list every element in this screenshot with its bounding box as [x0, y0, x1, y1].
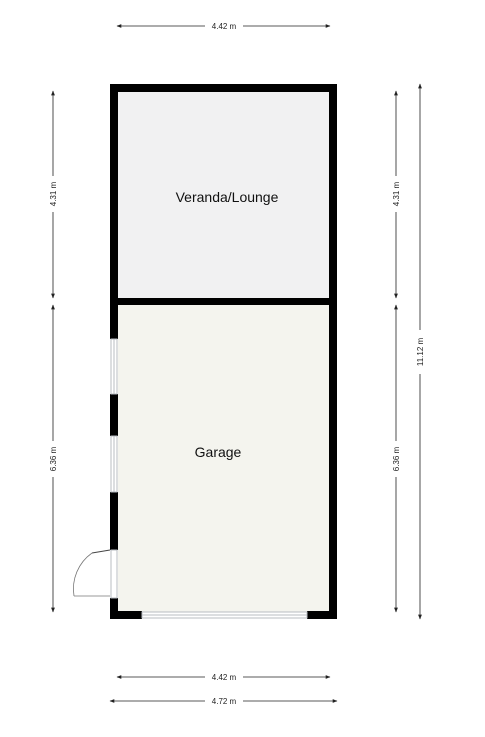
dimension-right-total-label: 11.12 m	[416, 338, 425, 367]
dimension-right-lower-label: 6.36 m	[392, 446, 401, 471]
dimension-right-total: 11.12 m	[414, 83, 426, 620]
dimension-left-upper: 4.31 m	[47, 90, 59, 299]
dimension-bottom-outer: 4.72 m	[109, 695, 338, 707]
dimension-right-lower: 6.36 m	[390, 304, 402, 613]
dimension-bottom-outer-label: 4.72 m	[212, 697, 237, 706]
veranda-room-floor	[118, 91, 330, 299]
walls	[110, 84, 337, 619]
dimension-left-lower: 6.36 m	[47, 304, 59, 613]
side-door	[73, 549, 118, 599]
dimension-right-upper-label: 4.31 m	[392, 181, 401, 206]
dimension-bottom-inner: 4.42 m	[116, 671, 331, 683]
dimension-top-width-label: 4.42 m	[212, 22, 237, 31]
dimension-bottom-inner-label: 4.42 m	[212, 673, 237, 682]
garage-door	[141, 611, 308, 619]
dimension-left-upper-label: 4.31 m	[49, 181, 58, 206]
garage-label: Garage	[195, 444, 242, 460]
dimension-left-lower-label: 6.36 m	[49, 446, 58, 471]
garage-room-floor	[118, 305, 330, 612]
dimension-right-upper: 4.31 m	[390, 90, 402, 299]
dimension-top-width: 4.42 m	[116, 20, 331, 32]
veranda-label: Veranda/Lounge	[176, 189, 279, 205]
